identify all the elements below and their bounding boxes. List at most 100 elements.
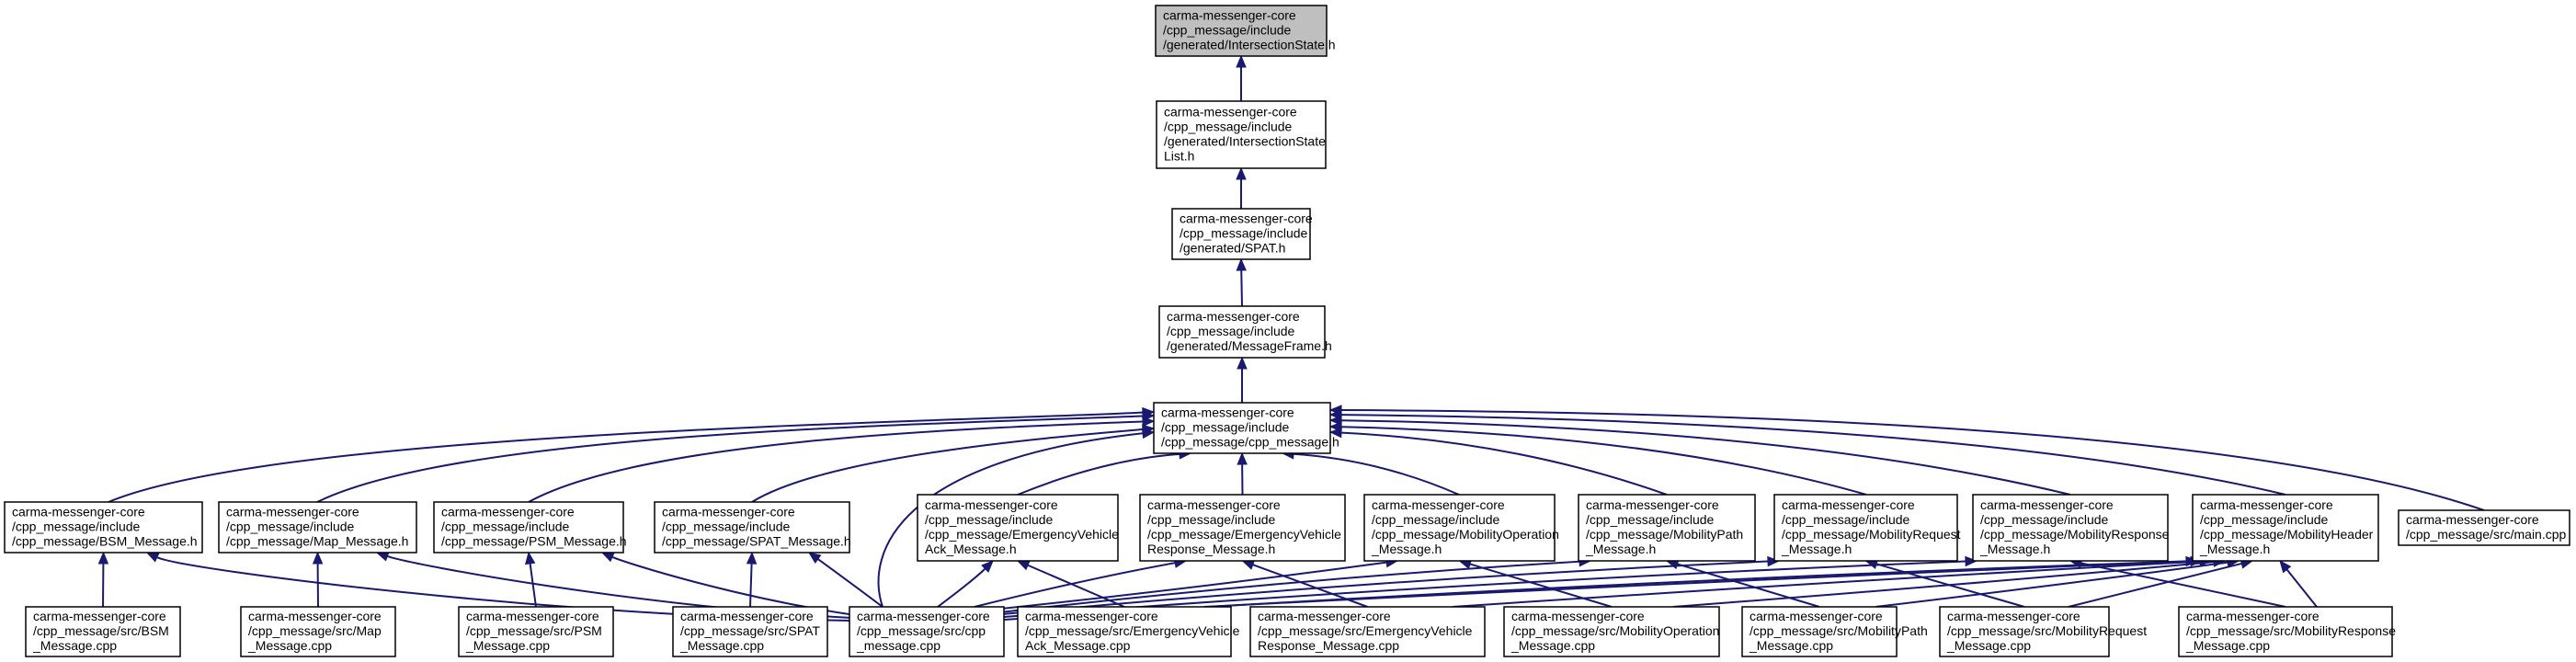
node-label-line: /cpp_message/src/MobilityPath — [1750, 623, 1928, 638]
node-label-line: carma-messenger-core — [33, 609, 166, 623]
node-label-line: carma-messenger-core — [857, 609, 990, 623]
file-nodes: carma-messenger-core/cpp_message/include… — [4, 5, 2570, 657]
node-cpp-message-cpp[interactable]: carma-messenger-core/cpp_message/src/cpp… — [849, 606, 1005, 657]
edge-cpp_message_cpp-to-eva_h — [937, 567, 986, 608]
edge-mresp_h-to-cpp_message_h — [1340, 419, 2071, 496]
edge-eva_cpp-to-mhead_h — [1203, 560, 2192, 608]
node-label-line: /cpp_message/src/MobilityResponse — [2186, 623, 2396, 638]
node-box — [2192, 494, 2379, 562]
node-label-line: /cpp_message/SPAT_Message.h — [662, 534, 851, 549]
node-label-line: carma-messenger-core — [1025, 609, 1158, 623]
arrowhead-cpp_message_cpp-to-psm_h — [600, 552, 615, 563]
node-label-line: Response_Message.cpp — [1258, 638, 1399, 653]
node-box — [240, 606, 396, 657]
node-box — [1155, 5, 1328, 57]
node-box — [654, 501, 850, 554]
arrowhead-mreq_h-to-cpp_message_h — [1328, 421, 1342, 433]
node-label-line: _Message.h — [1979, 542, 2050, 556]
node-mpath-cpp[interactable]: carma-messenger-core/cpp_message/src/Mob… — [1741, 606, 1928, 657]
node-main-cpp[interactable]: carma-messenger-core/cpp_message/src/mai… — [2398, 509, 2570, 546]
node-label-line: /cpp_message/include — [2200, 512, 2329, 527]
dependency-edges — [97, 54, 2485, 622]
node-evr-cpp[interactable]: carma-messenger-core/cpp_message/src/Eme… — [1249, 606, 1486, 657]
node-label-line: _Message.h — [1781, 542, 1852, 556]
node-mpath-h[interactable]: carma-messenger-core/cpp_message/include… — [1578, 494, 1756, 562]
node-evr-h[interactable]: carma-messenger-core/cpp_message/include… — [1139, 494, 1346, 562]
node-cpp-message-h[interactable]: carma-messenger-core/cpp_message/include… — [1153, 402, 1339, 454]
node-box — [672, 606, 828, 657]
node-map-h[interactable]: carma-messenger-core/cpp_message/include… — [218, 501, 417, 554]
node-box — [1249, 606, 1486, 657]
edge-eva_h-to-cpp_message_h — [1017, 452, 1180, 496]
node-label-line: carma-messenger-core — [2186, 609, 2320, 623]
node-mreq-h[interactable]: carma-messenger-core/cpp_message/include… — [1773, 494, 1961, 562]
node-box — [25, 606, 181, 657]
edge-psm_h-to-cpp_message_h — [528, 420, 1144, 503]
node-mhead-h[interactable]: carma-messenger-core/cpp_message/include… — [2192, 494, 2379, 562]
node-label-line: /cpp_message/include — [441, 519, 570, 534]
node-psm-h[interactable]: carma-messenger-core/cpp_message/include… — [433, 501, 627, 554]
node-label-line: _Message.cpp — [679, 638, 764, 653]
node-intersection-state-list[interactable]: carma-messenger-core/cpp_message/include… — [1156, 100, 1327, 169]
node-label-line: _Message.h — [1371, 542, 1442, 556]
node-label-line: carma-messenger-core — [1161, 405, 1294, 420]
node-box — [1939, 606, 2110, 657]
node-label-line: /cpp_message/src/BSM — [33, 623, 169, 638]
node-intersection-state: carma-messenger-core/cpp_message/include… — [1155, 5, 1336, 57]
node-label-line: /cpp_message/EmergencyVehicle — [1147, 527, 1341, 542]
node-label-line: /cpp_message/include — [1164, 120, 1293, 134]
arrowhead-cpp_message_cpp-to-eva_h — [981, 560, 994, 573]
arrowhead-evr_cpp-to-evr_h — [1241, 559, 1256, 570]
arrowhead-psm_cpp-to-psm_h — [524, 551, 536, 565]
node-label-line: /cpp_message/src/cpp — [857, 623, 986, 638]
node-bsm-h[interactable]: carma-messenger-core/cpp_message/include… — [4, 501, 203, 554]
node-mop-cpp[interactable]: carma-messenger-core/cpp_message/src/Mob… — [1503, 606, 1720, 657]
node-label-line: /generated/IntersectionState — [1164, 134, 1326, 149]
edge-bsm_h-to-cpp_message_h — [108, 411, 1144, 503]
node-label-line: /cpp_message/src/EmergencyVehicle — [1025, 623, 1240, 638]
node-label-line: /generated/SPAT.h — [1180, 241, 1285, 256]
node-label-line: carma-messenger-core — [1980, 497, 2114, 512]
node-eva-cpp[interactable]: carma-messenger-core/cpp_message/src/Eme… — [1017, 606, 1240, 657]
node-label-line: carma-messenger-core — [680, 609, 814, 623]
edge-message_frame-to-spat — [1240, 269, 1243, 307]
node-label-line: /cpp_message/MobilityOperation — [1372, 527, 1559, 542]
node-spat[interactable]: carma-messenger-core/cpp_message/include… — [1171, 208, 1313, 260]
node-label-line: /cpp_message/src/SPAT — [680, 623, 820, 638]
node-label-line: _Message.cpp — [1749, 638, 1833, 653]
node-eva-h[interactable]: carma-messenger-core/cpp_message/include… — [917, 494, 1119, 562]
node-psm-cpp[interactable]: carma-messenger-core/cpp_message/src/PSM… — [458, 606, 614, 657]
node-label-line: List.h — [1164, 149, 1194, 164]
node-label-line: /cpp_message/cpp_message.h — [1161, 435, 1339, 450]
node-spat-cpp[interactable]: carma-messenger-core/cpp_message/src/SPA… — [672, 606, 828, 657]
node-box — [1158, 305, 1326, 359]
node-label-line: /cpp_message/src/EmergencyVehicle — [1258, 623, 1473, 638]
node-spat-h[interactable]: carma-messenger-core/cpp_message/include… — [654, 501, 851, 554]
node-mresp-cpp[interactable]: carma-messenger-core/cpp_message/src/Mob… — [2178, 606, 2396, 657]
node-box — [1741, 606, 1898, 657]
node-label-line: _Message.h — [2199, 542, 2270, 556]
node-label-line: carma-messenger-core — [1750, 609, 1883, 623]
arrowhead-map_cpp-to-map_h — [312, 551, 324, 565]
arrowhead-cpp_message_cpp-to-cpp_message_h — [1141, 428, 1156, 439]
node-mreq-cpp[interactable]: carma-messenger-core/cpp_message/src/Mob… — [1939, 606, 2147, 657]
edge-evr_cpp-to-mhead_h — [1452, 560, 2201, 608]
node-label-line: /cpp_message/BSM_Message.h — [12, 534, 198, 549]
node-bsm-cpp[interactable]: carma-messenger-core/cpp_message/src/BSM… — [25, 606, 181, 657]
arrowhead-mresp_cpp-to-mhead_h — [2279, 559, 2292, 574]
arrowhead-cpp_message_cpp-to-mresp_h — [1965, 555, 1978, 567]
node-mresp-h[interactable]: carma-messenger-core/cpp_message/include… — [1972, 494, 2170, 562]
node-label-line: /cpp_message/Map_Message.h — [226, 534, 408, 549]
node-label-line: _Message.cpp — [32, 638, 117, 653]
arrowhead-cpp_message_h-to-message_frame — [1237, 356, 1248, 370]
node-label-line: /cpp_message/include — [1980, 512, 2109, 527]
node-label-line: carma-messenger-core — [1511, 609, 1645, 623]
node-label-line: /cpp_message/include — [1167, 324, 1295, 338]
node-box — [1503, 606, 1720, 657]
node-map-cpp[interactable]: carma-messenger-core/cpp_message/src/Map… — [240, 606, 396, 657]
node-mop-h[interactable]: carma-messenger-core/cpp_message/include… — [1363, 494, 1559, 562]
node-label-line: /cpp_message/include — [1161, 420, 1290, 435]
node-label-line: /cpp_message/include — [1147, 512, 1276, 527]
node-message-frame[interactable]: carma-messenger-core/cpp_message/include… — [1158, 305, 1332, 359]
